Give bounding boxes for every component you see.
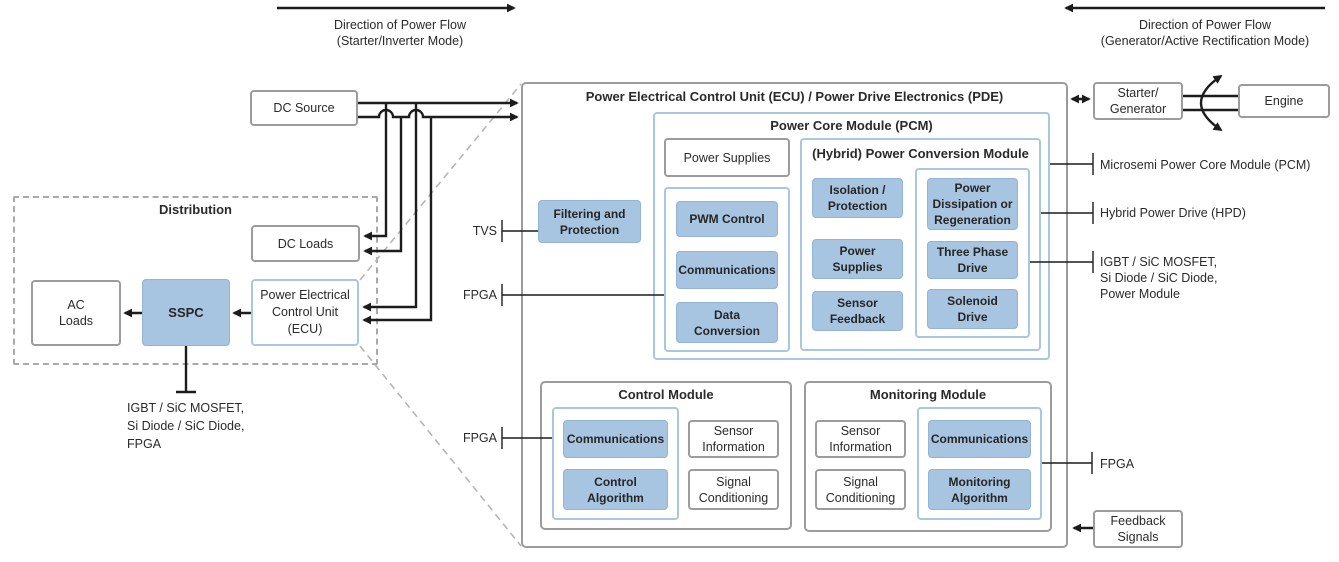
pcm-communications-label: Communications	[678, 263, 776, 277]
microsemi-pcm-callout-label: Microsemi Power Core Module (PCM)	[1100, 158, 1311, 172]
fpga-control-callout-label: FPGA	[462, 431, 497, 445]
monitoring-signal-cond-box: Signal Conditioning	[815, 469, 906, 510]
monitoring-module-title: Monitoring Module	[869, 387, 987, 402]
distribution-title: Distribution	[159, 202, 232, 217]
power-flow-caption-left: Direction of Power Flow (Starter/Inverte…	[334, 18, 466, 48]
dc-source-label: DC Source	[273, 101, 335, 115]
monitoring-algorithm-box: Monitoring Algorithm	[928, 469, 1031, 510]
power-dissipation-label: Power Dissipation or Regeneration	[932, 181, 1013, 227]
pcm-power-supplies-label: Power Supplies	[683, 150, 771, 165]
feedback-signals-label: Feedback Signals	[1110, 514, 1166, 544]
pcm-power-supplies-box: Power Supplies	[664, 138, 790, 177]
filtering-protection-label: Filtering and Protection	[553, 206, 626, 237]
data-conversion-box: Data Conversion	[676, 302, 778, 343]
control-module-title: Control Module	[618, 387, 714, 402]
igbt-right-callout-label: IGBT / SiC MOSFET, Si Diode / SiC Diode,…	[1100, 255, 1218, 301]
ecu-small-box: Power Electrical Control Unit (ECU)	[251, 279, 359, 346]
monitoring-communications-box: Communications	[928, 420, 1031, 458]
three-phase-drive-box: Three Phase Drive	[927, 241, 1018, 279]
dc-loads-label: DC Loads	[277, 236, 334, 251]
data-conversion-label: Data Conversion	[693, 307, 760, 338]
control-algorithm-box: Control Algorithm	[563, 469, 668, 510]
monitoring-sensor-info-label: Sensor Information	[829, 424, 892, 454]
hpd-callout-label: Hybrid Power Drive (HPD)	[1100, 206, 1246, 220]
feedback-signals-box: Feedback Signals	[1093, 510, 1183, 548]
solenoid-drive-label: Solenoid Drive	[947, 294, 998, 324]
control-communications-box: Communications	[563, 420, 668, 458]
sspc-label: SSPC	[168, 304, 204, 320]
ecu-small-label: Power Electrical Control Unit (ECU)	[260, 288, 350, 336]
isolation-protection-box: Isolation / Protection	[812, 178, 903, 218]
fpga-pcm-callout-label: FPGA	[462, 288, 497, 302]
control-sensor-info-box: Sensor Information	[688, 420, 779, 458]
sensor-feedback-box: Sensor Feedback	[812, 291, 903, 331]
pcm-communications-box: Communications	[676, 251, 778, 289]
expansion-dashed-lines	[359, 83, 522, 547]
engine-box: Engine	[1238, 84, 1330, 118]
monitoring-sensor-info-box: Sensor Information	[815, 420, 906, 458]
hybrid-pcm-title: (Hybrid) Power Conversion Module	[812, 146, 1029, 161]
monitoring-signal-cond-label: Signal Conditioning	[825, 474, 896, 505]
isolation-protection-label: Isolation / Protection	[827, 183, 888, 213]
main-ecu-pde-title: Power Electrical Control Unit (ECU) / Po…	[585, 89, 1004, 104]
power-flow-caption-right: Direction of Power Flow (Generator/Activ…	[1100, 18, 1310, 48]
pwm-control-label: PWM Control	[689, 212, 765, 226]
ac-loads-label: AC Loads	[58, 298, 94, 328]
fpga-monitoring-callout-label: FPGA	[1100, 457, 1135, 471]
sspc-component-note: IGBT / SiC MOSFET, Si Diode / SiC Diode,…	[127, 401, 245, 451]
tvs-callout-label: TVS	[472, 224, 497, 238]
filtering-protection-box: Filtering and Protection	[538, 200, 641, 243]
starter-generator-label: Starter/ Generator	[1109, 86, 1167, 116]
shaft-rotation-arrow	[1199, 74, 1223, 132]
hybrid-power-supplies-label: Power Supplies	[832, 244, 883, 274]
ac-loads-box: AC Loads	[31, 280, 121, 346]
three-phase-drive-label: Three Phase Drive	[936, 245, 1009, 275]
control-communications-label: Communications	[566, 432, 665, 446]
engine-label: Engine	[1264, 94, 1304, 108]
monitoring-algorithm-label: Monitoring Algorithm	[948, 474, 1011, 505]
hybrid-power-supplies-box: Power Supplies	[812, 239, 903, 279]
control-sensor-info-label: Sensor Information	[702, 424, 765, 454]
pwm-control-box: PWM Control	[676, 201, 778, 237]
control-signal-cond-label: Signal Conditioning	[698, 474, 769, 505]
sensor-feedback-label: Sensor Feedback	[829, 296, 886, 326]
control-signal-cond-box: Signal Conditioning	[688, 469, 779, 510]
bus-bottom-to-ecu	[358, 108, 519, 122]
sspc-box: SSPC	[142, 279, 230, 346]
monitoring-communications-label: Communications	[930, 432, 1029, 446]
pcm-title: Power Core Module (PCM)	[770, 118, 933, 133]
control-algorithm-label: Control Algorithm	[587, 474, 644, 505]
dc-source-box: DC Source	[250, 90, 358, 126]
starter-generator-box: Starter/ Generator	[1093, 82, 1183, 120]
dc-loads-box: DC Loads	[251, 225, 360, 262]
solenoid-drive-box: Solenoid Drive	[927, 289, 1018, 329]
power-dissipation-box: Power Dissipation or Regeneration	[927, 178, 1018, 230]
